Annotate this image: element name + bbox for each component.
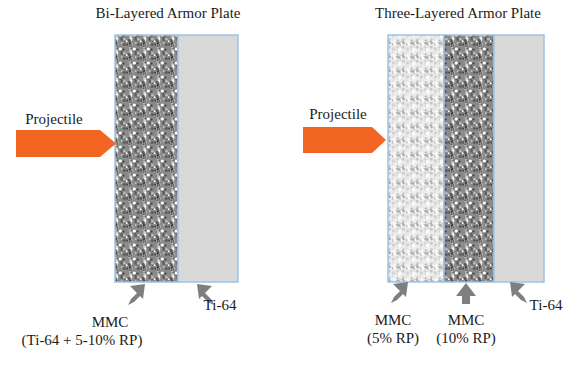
pointer-arrows — [128, 282, 527, 305]
layer-label: MMC — [448, 311, 485, 329]
projectile-label: Projectile — [25, 110, 82, 128]
projectile-label: Projectile — [309, 105, 366, 123]
layer-note: (Ti-64 + 5-10% RP) — [22, 331, 143, 349]
layer-note: (10% RP) — [436, 329, 496, 347]
plate-title: Three-Layered Armor Plate — [375, 4, 541, 22]
mmc-layer — [115, 35, 178, 282]
mmc-5-layer — [388, 35, 444, 282]
projectile-arrow — [303, 127, 386, 153]
layer-label: MMC — [375, 311, 412, 329]
layer-note: (5% RP) — [367, 329, 419, 347]
ti64-layer — [494, 35, 544, 282]
ti64-layer — [178, 35, 238, 282]
layer-label: Ti-64 — [530, 296, 563, 314]
layer-label: Ti-64 — [204, 296, 237, 314]
plate-title: Bi-Layered Armor Plate — [96, 4, 241, 22]
layer-label: MMC — [92, 313, 129, 331]
projectile-arrow — [16, 130, 116, 157]
mmc-10-layer — [444, 35, 494, 282]
